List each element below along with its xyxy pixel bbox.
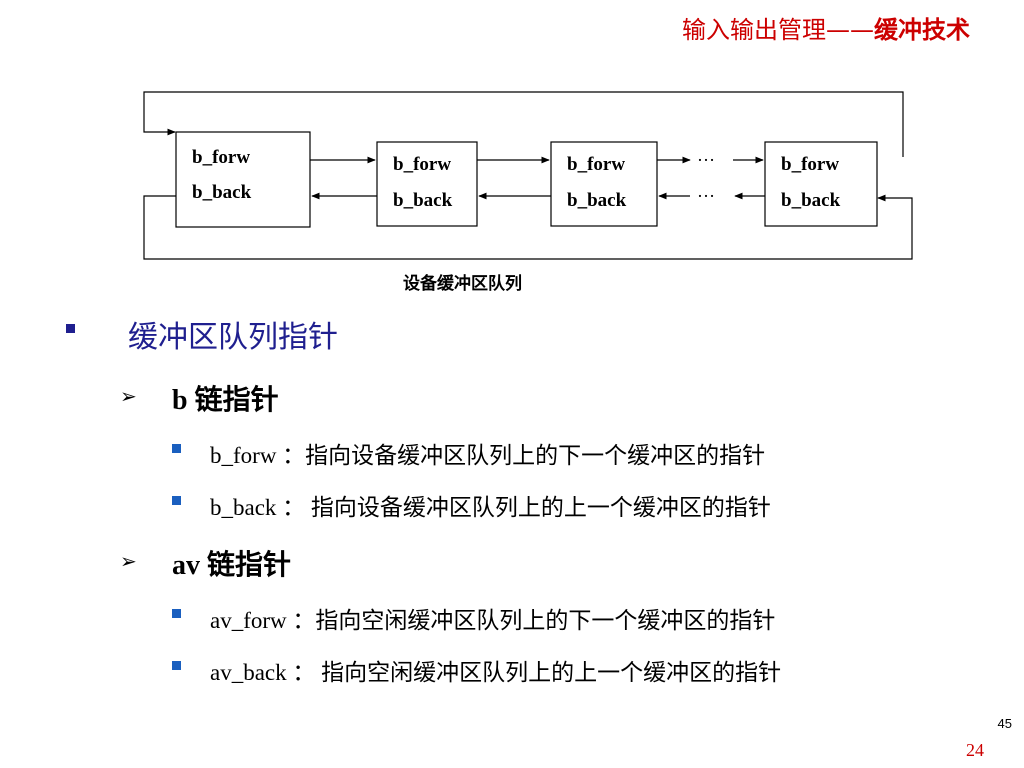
- outer-loop-bottom-line: [143, 194, 913, 260]
- bullet-b-forw-text: b_forw ：指向设备缓冲区队列上的下一个缓冲区的指针: [210, 443, 766, 468]
- box4-forw-label: b_forw: [781, 154, 839, 175]
- slide-number: 45: [997, 716, 1012, 731]
- square-bullet-icon: [66, 324, 75, 333]
- av-chain-label: 链指针: [207, 548, 292, 581]
- bullet-text: 缓冲区队列指针: [128, 320, 338, 355]
- buffer-box-4: [764, 141, 878, 227]
- buffer-box-1: [175, 131, 311, 228]
- buffer-box-3: [550, 141, 658, 227]
- ellipsis-bottom: …: [697, 181, 715, 201]
- box1-forw-label: b_forw: [192, 147, 250, 168]
- box2-back-label: b_back: [393, 190, 453, 211]
- buffer-queue-diagram: b_forw b_back b_forw b_back b_forw b_bac…: [143, 91, 913, 294]
- header-title-dash: ——: [826, 16, 874, 44]
- box4-back-label: b_back: [781, 190, 841, 211]
- square-bullet-icon: [172, 609, 181, 618]
- bullet-av-forw-text: av_forw ：指向空闲缓冲区队列上的下一个缓冲区的指针: [210, 608, 776, 633]
- b-chain-prefix: b: [172, 385, 188, 416]
- box2-forw-label: b_forw: [393, 154, 451, 175]
- box3-forw-label: b_forw: [567, 154, 625, 175]
- header-title-prefix: 输入输出管理: [682, 16, 826, 44]
- chevron-right-icon: ➢: [120, 384, 137, 408]
- outer-loop-top-line: [143, 91, 904, 157]
- header-title-suffix: 缓冲技术: [874, 16, 970, 44]
- chevron-right-icon: ➢: [120, 549, 137, 573]
- box3-back-label: b_back: [567, 190, 627, 211]
- bullet-b-back-text: b_back ： 指向设备缓冲区队列上的上一个缓冲区的指针: [210, 495, 771, 520]
- page-number: 24: [966, 740, 984, 760]
- square-bullet-icon: [172, 661, 181, 670]
- diagram-caption: 设备缓冲区队列: [403, 273, 522, 294]
- bullet-av-back-text: av_back ： 指向空闲缓冲区队列上的上一个缓冲区的指针: [210, 660, 782, 685]
- box1-back-label: b_back: [192, 182, 252, 203]
- av-chain-prefix: av: [172, 550, 200, 581]
- slide-header: 输入输出管理——缓冲技术: [682, 10, 970, 45]
- ellipsis-top: …: [697, 145, 715, 165]
- square-bullet-icon: [172, 496, 181, 505]
- square-bullet-icon: [172, 444, 181, 453]
- buffer-box-2: [376, 141, 478, 227]
- b-chain-label: 链指针: [194, 383, 279, 416]
